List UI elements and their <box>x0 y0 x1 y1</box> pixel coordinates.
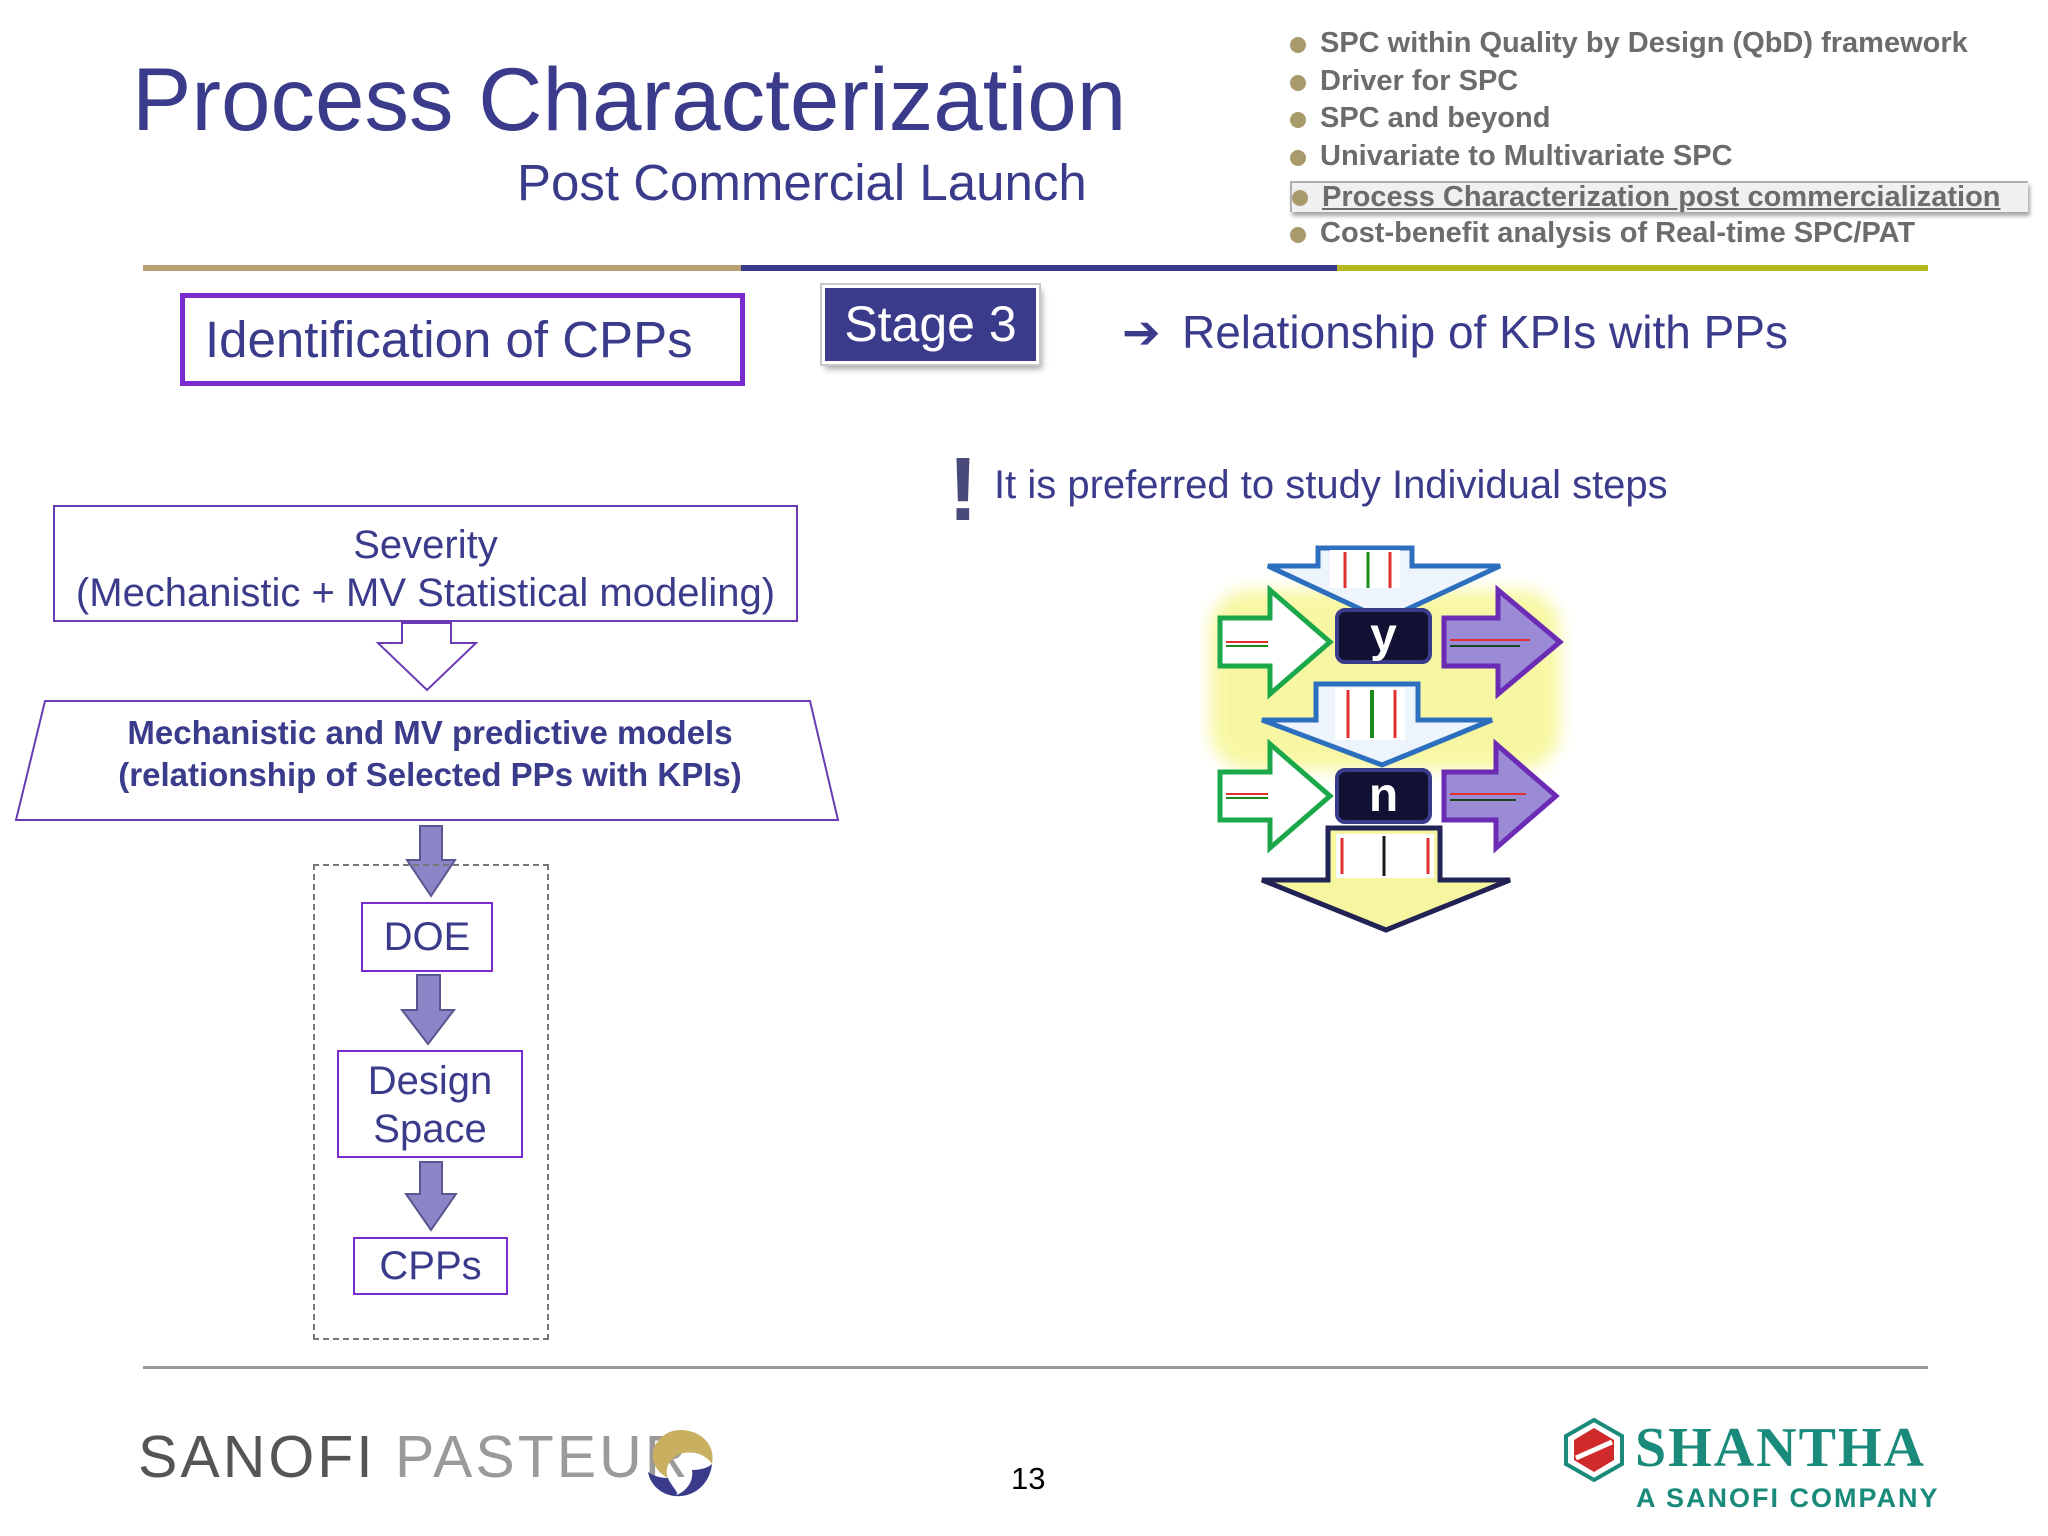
bullet-icon <box>1292 190 1308 206</box>
severity-title: Severity <box>353 523 498 567</box>
models-line-2: (relationship of Selected PPs with KPIs) <box>118 756 742 793</box>
page-number: 13 <box>1011 1461 1046 1496</box>
doe-dashed-group <box>313 864 549 1340</box>
models-line-1: Mechanistic and MV predictive models <box>127 714 733 751</box>
design-line-1: Design <box>367 1059 493 1103</box>
agenda-item-active: Process Characterization post commercial… <box>1290 181 2028 212</box>
output-arrow-icon <box>1441 584 1564 700</box>
agenda-item: SPC and beyond <box>1290 100 2030 138</box>
shantha-emblem-icon <box>1564 1418 1624 1482</box>
sanofi-swirl-icon <box>648 1430 713 1497</box>
input-arrow-icon <box>1217 738 1334 854</box>
step-label-n: n <box>1368 769 1399 822</box>
relationship-text: Relationship of KPIs with PPs <box>1182 306 1788 358</box>
doe-box: DOE <box>361 902 493 972</box>
divider-gold <box>143 265 741 271</box>
footer-divider <box>143 1366 1928 1369</box>
design-line-2: Space <box>373 1107 487 1151</box>
down-arrow-icon <box>399 825 458 1232</box>
step-label-y: y <box>1370 609 1397 662</box>
agenda-item: SPC within Quality by Design (QbD) frame… <box>1290 25 2030 63</box>
exclamation-icon: ! <box>948 440 978 540</box>
page-subtitle: Post Commercial Launch <box>517 154 1087 211</box>
divider-navy <box>741 265 1337 271</box>
process-step-diagram <box>1210 545 1564 933</box>
stage-badge: Stage 3 <box>822 285 1039 364</box>
bullet-icon <box>1290 37 1306 53</box>
agenda-item: Cost-benefit analysis of Real-time SPC/P… <box>1290 215 2030 253</box>
bullet-icon <box>1290 112 1306 128</box>
preferred-text: It is preferred to study Individual step… <box>994 463 1668 507</box>
shantha-tagline: A SANOFI COMPANY <box>1636 1483 1940 1513</box>
identification-box: Identification of CPPs <box>180 293 745 386</box>
agenda-item: Univariate to Multivariate SPC <box>1290 138 2030 176</box>
bullet-icon <box>1290 226 1306 243</box>
bottom-down-arrow-icon <box>1261 825 1511 933</box>
step-box-y <box>1335 608 1432 664</box>
agenda-item: Driver for SPC <box>1290 63 2030 101</box>
shantha-logo: SHANTHA <box>1635 1417 1926 1479</box>
step-box-n <box>1335 768 1432 824</box>
models-trapezoid <box>14 700 840 821</box>
bullet-icon <box>1290 74 1306 91</box>
output-arrow-icon <box>1441 738 1560 854</box>
sanofi-pasteur-logo: SANOFI PASTEUR <box>138 1424 691 1490</box>
design-space-box: Design Space <box>337 1050 523 1158</box>
hollow-down-arrow-icon <box>375 622 479 692</box>
agenda-list: SPC within Quality by Design (QbD) frame… <box>1290 25 2030 252</box>
severity-box: Severity (Mechanistic + MV Statistical m… <box>53 505 798 622</box>
input-arrow-icon <box>1217 584 1334 700</box>
bullet-icon <box>1290 149 1306 166</box>
page-title: Process Characterization <box>132 49 1127 149</box>
arrow-right-icon: ➔ <box>1122 306 1161 358</box>
divider-olive <box>1337 265 1928 271</box>
severity-detail: (Mechanistic + MV Statistical modeling) <box>75 571 776 615</box>
models-text: Mechanistic and MV predictive models (re… <box>20 712 840 796</box>
cpps-box: CPPs <box>353 1237 508 1295</box>
